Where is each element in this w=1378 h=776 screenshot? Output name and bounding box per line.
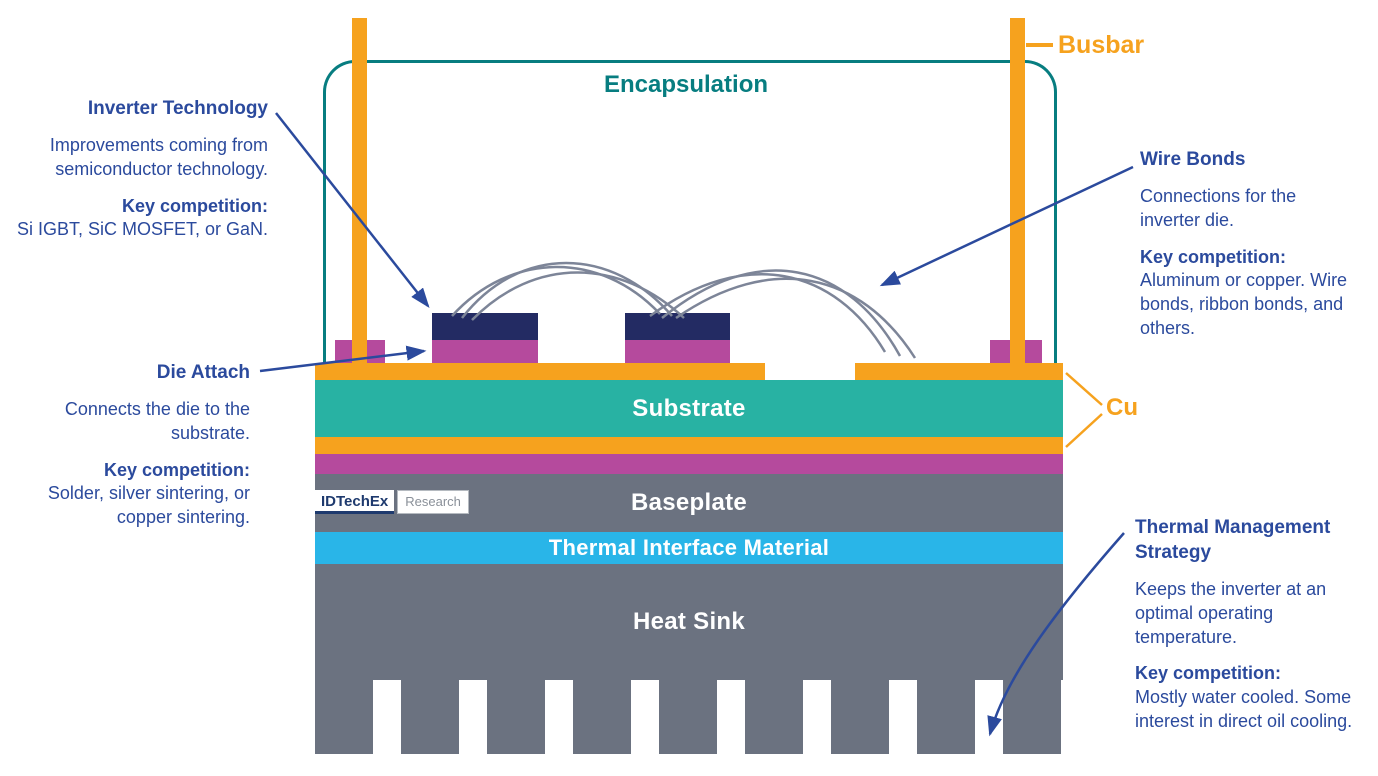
- heat-sink-fins: [315, 680, 1061, 754]
- busbar-label: Busbar: [1058, 31, 1145, 59]
- note-thermal-management: Thermal Management Strategy Keeps the in…: [1135, 515, 1360, 734]
- note-thermal-management-title: Thermal Management Strategy: [1135, 517, 1331, 564]
- tim-label: Thermal Interface Material: [548, 535, 830, 560]
- note-die-attach-body: Connects the die to the substrate.: [64, 399, 250, 443]
- note-wire-bonds-key-body: Aluminum or copper. Wire bonds, ribbon b…: [1140, 270, 1348, 338]
- cu-label: Cu: [1106, 394, 1138, 421]
- die-attach-left: [432, 340, 538, 363]
- top-copper-left-segment: [315, 363, 765, 380]
- substrate-layer: Substrate: [315, 380, 1063, 437]
- note-inverter-technology-key-body: Si IGBT, SiC MOSFET, or GaN.: [16, 219, 268, 240]
- logo-suffix-text: Research: [397, 490, 469, 514]
- busbar-right: [1010, 18, 1025, 363]
- note-die-attach-key-body: Solder, silver sintering, or copper sint…: [47, 483, 250, 528]
- die-right: [625, 313, 730, 340]
- top-copper-right-segment: [855, 363, 1063, 380]
- note-wire-bonds: Wire Bonds Connections for the inverter …: [1140, 147, 1352, 341]
- idtechex-logo: IDTechEx Research: [315, 490, 469, 514]
- die-attach-right: [625, 340, 730, 363]
- die-left: [432, 313, 538, 340]
- logo-brand-text: IDTechEx: [315, 490, 395, 514]
- baseplate-layer: Baseplate: [315, 474, 1063, 532]
- note-thermal-management-body: Keeps the inverter at an optimal operati…: [1135, 579, 1327, 647]
- substrate-label: Substrate: [632, 395, 746, 422]
- note-thermal-management-key-body: Mostly water cooled. Some interest in di…: [1135, 687, 1353, 731]
- encapsulation-label: Encapsulation: [603, 71, 769, 98]
- note-thermal-management-key-label: Key competition:: [1135, 663, 1282, 684]
- note-wire-bonds-body: Connections for the inverter die.: [1140, 186, 1297, 230]
- note-inverter-technology: Inverter Technology Improvements coming …: [8, 96, 268, 242]
- heat-sink-label: Heat Sink: [632, 608, 746, 635]
- note-inverter-technology-key-label: Key competition:: [121, 195, 268, 216]
- note-inverter-technology-title: Inverter Technology: [87, 98, 268, 119]
- busbar-left: [352, 18, 367, 363]
- substrate-attach-layer: [315, 454, 1063, 474]
- heat-sink-body: Heat Sink: [315, 564, 1063, 680]
- cu-pointer-lines: [1065, 372, 1103, 448]
- baseplate-label: Baseplate: [630, 489, 748, 516]
- note-inverter-technology-body: Improvements coming from semiconductor t…: [49, 135, 268, 179]
- note-die-attach-title: Die Attach: [156, 362, 250, 383]
- note-die-attach: Die Attach Connects the die to the subst…: [18, 360, 250, 530]
- note-wire-bonds-key-label: Key competition:: [1140, 246, 1287, 267]
- bottom-copper-layer: [315, 437, 1063, 454]
- note-die-attach-key-label: Key competition:: [103, 459, 250, 480]
- thermal-interface-material-layer: Thermal Interface Material: [315, 532, 1063, 564]
- note-wire-bonds-title: Wire Bonds: [1140, 149, 1246, 170]
